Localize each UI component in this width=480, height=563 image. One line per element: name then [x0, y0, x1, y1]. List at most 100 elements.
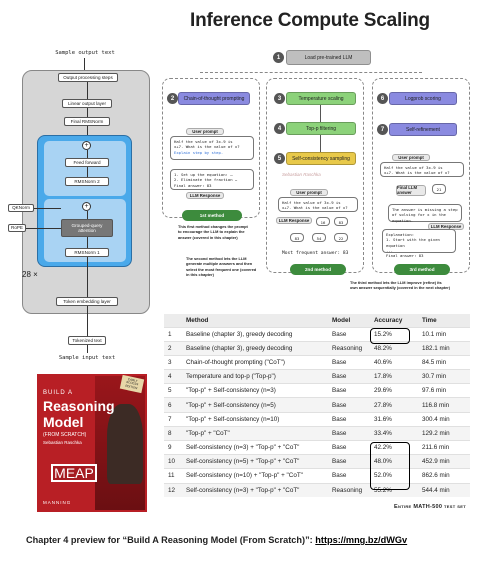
- step-number: 1: [273, 52, 284, 63]
- top-p-step: Top-p filtering: [286, 122, 356, 135]
- col-header: [164, 314, 182, 327]
- table-cell: 10.1 min: [418, 326, 470, 342]
- col-header: Model: [328, 314, 370, 327]
- table-cell: Base: [328, 439, 370, 455]
- table-cell: 5: [164, 383, 182, 398]
- add-icon: +: [82, 202, 91, 211]
- table-cell: Baseline (chapter 3), greedy decoding: [182, 340, 328, 356]
- table-cell: 11: [164, 468, 182, 484]
- user-prompt-bubble: Half the value of 3x-9 is x+7. What is t…: [170, 136, 254, 160]
- table-cell: Base: [328, 425, 370, 441]
- method2-caption: The second method lets the LLM generate …: [186, 256, 257, 277]
- answer-box: 16: [316, 217, 330, 226]
- table-cell: 29.6%: [370, 383, 418, 398]
- user-prompt-tag: User prompt: [186, 128, 224, 135]
- publisher: MANNING: [43, 500, 72, 505]
- user-prompt-tag: User prompt: [290, 189, 328, 196]
- table-cell: Reasoning: [328, 482, 370, 498]
- feed-forward-block: Feed forward: [65, 158, 109, 167]
- method1-label: 1st method: [182, 210, 242, 221]
- highlight-baseline: [370, 328, 410, 344]
- llm-response-tag: LLM Response: [276, 217, 312, 224]
- table-cell: 84.5 min: [418, 354, 470, 370]
- table-cell: 48.0%: [370, 454, 418, 469]
- table-cell: Base: [328, 397, 370, 413]
- method3-label: 3rd method: [394, 264, 450, 275]
- table-cell: Base: [328, 454, 370, 469]
- watermark: Sebastian Raschka: [282, 172, 321, 177]
- table-cell: Chain-of-thought prompting ("CoT"): [182, 354, 328, 370]
- table-cell: 4: [164, 369, 182, 384]
- table-cell: 40.6%: [370, 354, 418, 370]
- table-cell: Self-consistency (n=3) + "Top-p" + "CoT": [182, 482, 328, 498]
- table-cell: 10: [164, 454, 182, 469]
- table-cell: 97.6 min: [418, 383, 470, 398]
- sample-output-label: Sample output text: [55, 50, 115, 56]
- answer-box: 83: [290, 233, 304, 242]
- table-cell: Base: [328, 326, 370, 342]
- user-prompt-bubble: Half the value of 3x-9 is x+7. What is t…: [380, 162, 464, 177]
- final-answer-tag: Final LLM answer: [396, 185, 426, 196]
- table-header: Method Model Accuracy Time: [164, 314, 470, 327]
- footer-text: Chapter 4 preview for “Build A Reasoning…: [26, 535, 313, 545]
- table-cell: 2: [164, 340, 182, 356]
- token-embedding-block: Token embedding layer: [56, 297, 118, 306]
- table-cell: "Top-p" + Self-consistency (n=10): [182, 411, 328, 427]
- book-cover[interactable]: BUILD A Reasoning Model (FROM SCRATCH) S…: [37, 374, 147, 512]
- table-cell: 3: [164, 354, 182, 370]
- table-cell: 452.9 min: [418, 454, 470, 469]
- add-icon: +: [82, 141, 91, 150]
- logprob-step: Logprob scoring: [389, 92, 457, 105]
- table-cell: Base: [328, 468, 370, 484]
- book-link[interactable]: https://mng.bz/dWGv: [315, 535, 408, 545]
- answer-box: 83: [334, 217, 348, 226]
- table-cell: 31.6%: [370, 411, 418, 427]
- page-title: Inference Compute Scaling: [190, 10, 430, 31]
- col-header: Accuracy: [370, 314, 418, 327]
- book-author: Sebastian Raschka: [43, 440, 82, 445]
- table-cell: 8: [164, 425, 182, 441]
- highlight-self-consistency: [370, 442, 410, 490]
- book-title-line1: Reasoning: [43, 398, 115, 414]
- table-cell: Base: [328, 369, 370, 384]
- table-cell: Self-consistency (n=10) + "Top-p" + "CoT…: [182, 468, 328, 484]
- llm-response-tag: LLM Response: [186, 192, 224, 199]
- book-subtitle: (FROM SCRATCH): [43, 432, 87, 438]
- load-llm-step: Load pre-trained LLM: [286, 50, 371, 65]
- table-cell: 129.2 min: [418, 425, 470, 441]
- step-number: 2: [167, 93, 178, 104]
- col-header: Time: [418, 314, 470, 327]
- most-frequent-answer: Most frequent answer: 83: [282, 251, 349, 256]
- critique-bubble: The answer is missing a step of solving …: [388, 204, 462, 223]
- table-caption: Entire MATH-500 test set: [394, 504, 466, 510]
- meap-badge: MEAP: [51, 464, 97, 482]
- self-consistency-step: Self-consistency sampling: [286, 152, 356, 165]
- table-cell: Self-consistency (n=5) + "Top-p" + "CoT": [182, 454, 328, 469]
- llm-response-bubble: 1. Set up the equation: … 2. Eliminate t…: [170, 169, 254, 190]
- table-cell: 33.4%: [370, 425, 418, 441]
- table-cell: 17.8%: [370, 369, 418, 384]
- table-cell: 52.0%: [370, 468, 418, 484]
- table-cell: Base: [328, 411, 370, 427]
- final-answer-box: 21: [432, 184, 446, 194]
- user-prompt-tag: User prompt: [392, 154, 430, 161]
- gqa-block: Grouped-query attention: [61, 219, 113, 237]
- book-title-line2: Model: [43, 414, 84, 430]
- table-cell: "Top-p" + "CoT": [182, 425, 328, 441]
- table-cell: 300.4 min: [418, 411, 470, 427]
- layer-multiplier: 28 ×: [22, 270, 38, 279]
- answer-box: 22: [334, 233, 348, 242]
- final-rmsnorm-block: Final RMSNorm: [64, 117, 110, 126]
- table-cell: Base: [328, 354, 370, 370]
- explanation-bubble: Explanation: 1. Start with the given equ…: [382, 229, 456, 258]
- table-cell: 211.6 min: [418, 439, 470, 455]
